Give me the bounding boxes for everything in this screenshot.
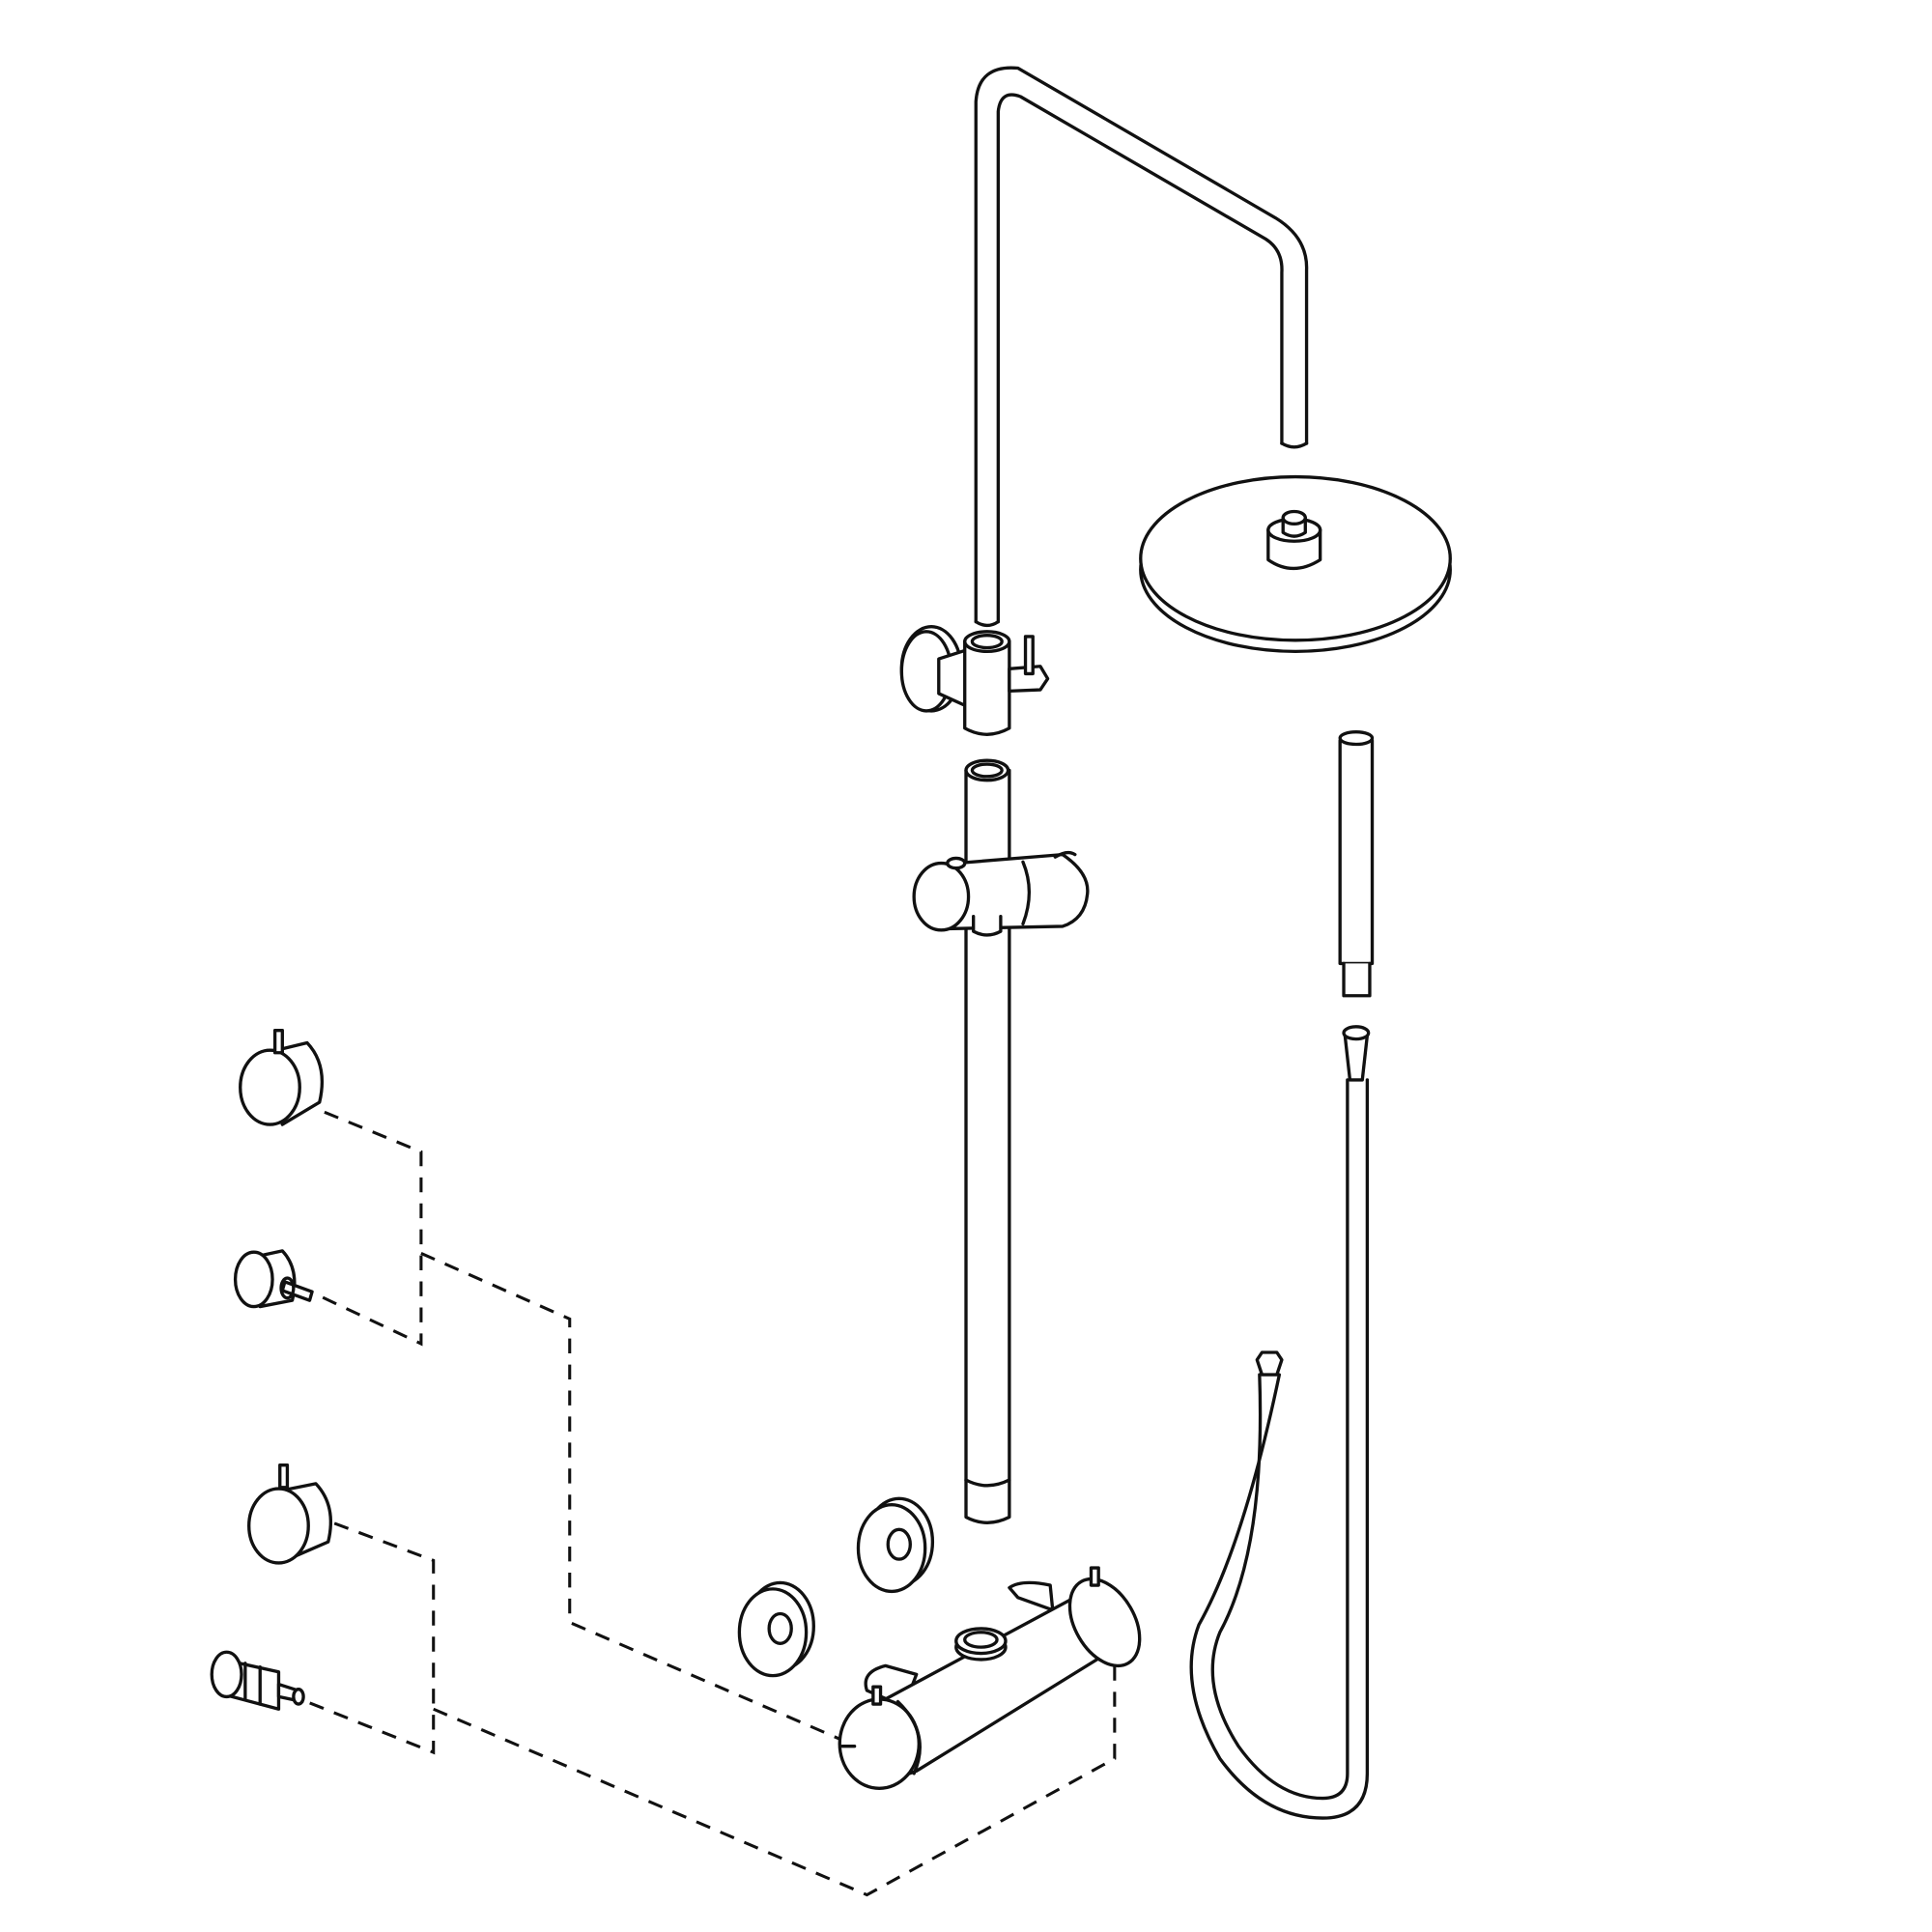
wall-bracket-diverter [899,625,1050,736]
hand-shower [1338,730,1375,998]
shower-hose [1189,1025,1371,1820]
thermostatic-cartridge [210,1650,305,1711]
slide-rail [964,758,1011,1524]
wall-washer [856,1496,935,1594]
hand-shower-slider [912,850,1090,937]
temperature-knob [239,1029,324,1126]
flow-cartridge [233,1249,314,1309]
thermostatic-mixer [838,1566,1142,1790]
assembly-guide-lines [308,1110,1117,1897]
rain-shower-head [1139,474,1452,654]
flow-knob [247,1463,332,1565]
wall-washer [737,1580,815,1678]
overhead-shower-arm [974,66,1309,628]
